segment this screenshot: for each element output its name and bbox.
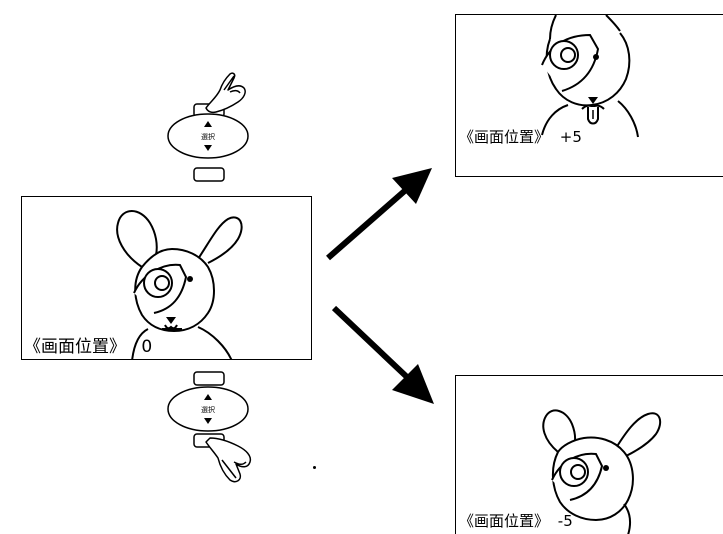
remote-body [167,386,249,432]
setting-value: +5 [559,128,582,146]
remote-top: 選択 [167,72,249,182]
screen-caption-center: 《画面位置》 0 [24,332,152,357]
dog-illustration [116,210,243,359]
setting-value: -5 [557,512,573,530]
down-arrow-icon [204,145,212,151]
setting-title: 《画面位置》 [459,512,550,530]
dog-illustration [541,15,639,138]
arrow-down-right [331,305,434,404]
screen-panel-bottom: 《画面位置》 -5 [455,375,723,534]
stray-dot [313,466,316,469]
remote-label: 選択 [201,132,215,141]
down-button[interactable] [193,167,225,182]
setting-title: 《画面位置》 [459,128,550,146]
remote-body [167,113,249,159]
remote-label: 選択 [201,405,215,414]
up-arrow-icon [204,394,212,400]
screen-panel-center: 《画面位置》 0 [21,196,312,360]
remote-bottom: 選択 [167,371,252,483]
down-arrow-icon [204,418,212,424]
setting-value: 0 [141,337,153,357]
screen-caption-top: 《画面位置》 +5 [459,126,582,147]
screen-panel-top: 《画面位置》 +5 [455,14,723,177]
up-arrow-icon [204,121,212,127]
setting-title: 《画面位置》 [24,337,126,357]
pointing-hand-icon [205,437,252,483]
dog-illustration [542,409,662,534]
pointing-hand-icon [205,72,246,114]
up-button[interactable] [193,371,225,386]
arrow-up-right [326,168,432,261]
screen-caption-bottom: 《画面位置》 -5 [459,510,573,531]
